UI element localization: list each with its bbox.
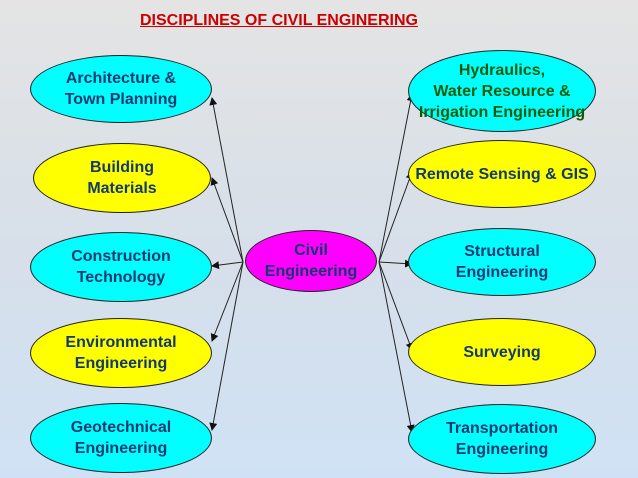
connector-arrows (209, 93, 415, 433)
arrow-to-hydraulics (378, 93, 415, 263)
arrow-to-geotechnical-engineering (209, 261, 244, 431)
arrow-to-construction-technology (211, 261, 244, 270)
node-hydraulics-water-resource-irrigation: Hydraulics, Water Resource & Irrigation … (408, 50, 596, 132)
arrow-to-architecture (209, 97, 244, 263)
arrow-to-structural-engineering (378, 259, 413, 268)
arrow-to-transportation-engineering (378, 261, 415, 433)
node-environmental-engineering: Environmental Engineering (30, 318, 212, 388)
node-surveying: Surveying (408, 318, 596, 386)
arrow-to-building-materials (210, 177, 244, 263)
node-structural-engineering: Structural Engineering (408, 228, 596, 296)
diagram-title: DISCIPLINES OF CIVIL ENGINERING (140, 12, 418, 29)
node-building-materials: Building Materials (33, 143, 211, 213)
arrow-to-remote-sensing (378, 171, 414, 263)
node-civil-engineering: Civil Engineering (245, 230, 377, 292)
node-geotechnical-engineering: Geotechnical Engineering (30, 403, 212, 473)
arrow-to-surveying (378, 261, 414, 351)
node-remote-sensing-gis: Remote Sensing & GIS (408, 140, 596, 208)
node-architecture-town-planning: Architecture & Town Planning (30, 55, 212, 123)
node-construction-technology: Construction Technology (30, 232, 212, 302)
node-transportation-engineering: Transportation Engineering (408, 404, 596, 474)
arrow-to-environmental-engineering (210, 261, 244, 342)
